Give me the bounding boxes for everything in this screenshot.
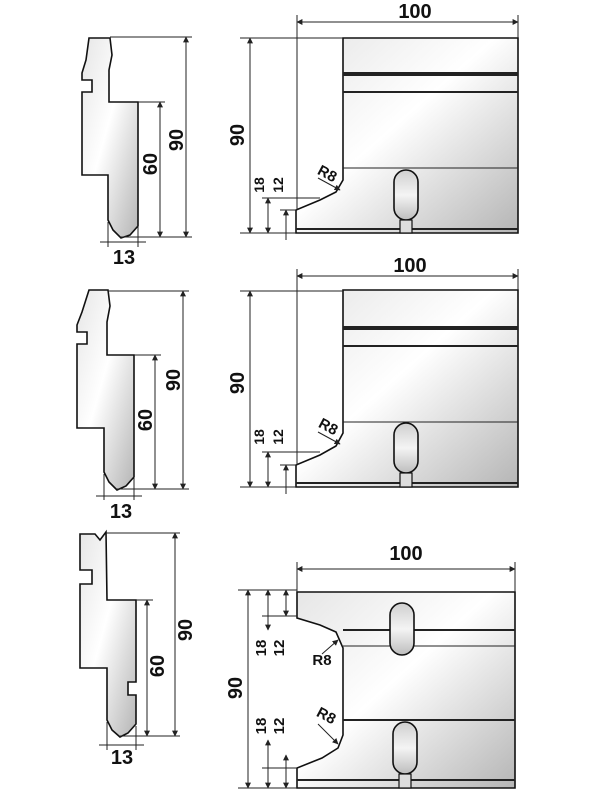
profile-3-step-label: 60	[147, 655, 169, 677]
block-3-upper-dim-b-label: 12	[271, 640, 288, 657]
block-1-radius-label: R8	[315, 162, 340, 186]
block-2-radius-label: R8	[316, 415, 341, 439]
profile-2-width-label: 13	[110, 501, 132, 523]
block-2-height-label: 90	[227, 372, 249, 394]
profile-3-width-label: 13	[111, 747, 133, 769]
profile-2-step-label: 60	[135, 409, 157, 431]
block-2-dim-b-label: 12	[270, 429, 286, 445]
profile-1-shape	[81, 37, 139, 239]
block-3-lower-radius-label: R8	[314, 704, 339, 728]
row-2: 90 60 13 100 90 18 12	[76, 255, 519, 523]
block-2-slot-stem	[399, 472, 413, 488]
profile-2-height-label: 90	[163, 369, 185, 391]
block-3: 100 90 18 12 R8 18 12 R8	[225, 543, 516, 789]
profile-1-step-label: 60	[140, 153, 162, 175]
row-1: 90 60 13 100 90 18 12	[81, 1, 519, 269]
block-3-lower-dim-a-label: 18	[253, 718, 270, 735]
block-3-slot-stem	[398, 773, 412, 789]
block-2: 100 90 18 12 R8	[227, 255, 519, 494]
block-1: 100 90 18 12 R8	[227, 1, 519, 240]
block-1-height-label: 90	[227, 124, 249, 146]
block-3-slot-upper	[389, 602, 415, 656]
block-2-dim-a-label: 18	[251, 429, 267, 445]
profile-2: 90 60 13	[76, 289, 189, 523]
block-3-height-label: 90	[225, 677, 247, 699]
profile-1-width-label: 13	[113, 247, 135, 269]
block-3-width-label: 100	[389, 543, 422, 565]
profile-3: 90 60 13	[79, 529, 197, 769]
block-2-slot	[393, 422, 419, 474]
block-2-width-label: 100	[393, 255, 426, 277]
block-3-upper-radius-label: R8	[312, 652, 331, 669]
block-3-upper-dim-a-label: 18	[253, 640, 270, 657]
block-2-groove	[343, 326, 518, 330]
block-1-slot	[393, 169, 419, 221]
block-1-slot-stem	[399, 219, 413, 234]
block-1-groove	[343, 72, 518, 76]
profile-3-shape	[79, 529, 137, 738]
block-1-width-label: 100	[398, 1, 431, 23]
block-1-dim-a-label: 18	[251, 177, 267, 193]
profile-1-height-label: 90	[166, 129, 188, 151]
block-3-lower-dim-b-label: 12	[271, 718, 288, 735]
block-3-body	[296, 591, 516, 789]
row-3: 90 60 13 100 90 18 12	[79, 529, 516, 789]
block-1-dim-b-label: 12	[270, 177, 286, 193]
block-3-slot-lower	[392, 721, 418, 775]
profile-1: 90 60 13	[81, 36, 192, 269]
profile-2-shape	[76, 289, 135, 491]
profile-3-height-label: 90	[175, 619, 197, 641]
